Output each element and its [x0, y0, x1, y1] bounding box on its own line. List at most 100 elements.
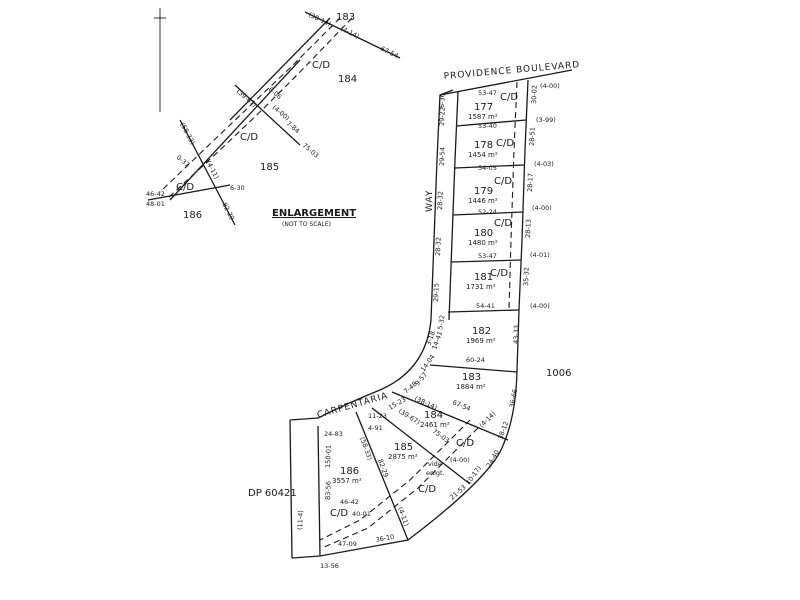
lot-181-number: 181: [474, 272, 493, 283]
enl-boundary-top: [304, 11, 401, 59]
dim-frontage-2: 54-05: [478, 164, 497, 172]
road-providence-boulevard: PROVIDENCE BOULEVARD: [443, 60, 580, 82]
dim-rear-26: 150-01: [324, 445, 333, 468]
cd-labels: C/D C/D C/D C/D C/D C/D C/D C/D: [330, 92, 518, 519]
enl-dim-46-42: 46-42: [146, 190, 165, 198]
lot-184-number: 184: [424, 410, 443, 421]
frontage-dims: 53-47 53-40 54-05 52-24 53-47 54-41 60-2…: [451, 89, 497, 413]
dim-front-1: 29-22: [438, 107, 447, 126]
enl-lot-183: 183: [336, 12, 355, 23]
dim-frontage-5: 54-41: [476, 302, 495, 310]
enlargement-title: ENLARGEMENT: [272, 208, 356, 219]
corner-splay: [439, 89, 454, 96]
dim-rear-20: 47-09: [338, 540, 357, 548]
dim-frontage-4: 53-47: [478, 252, 497, 260]
lot-178-area: 1454 m²: [468, 151, 498, 159]
enl-dim-48-01: 48-01: [146, 200, 165, 208]
dim-rear-2: (3-99): [536, 116, 556, 124]
enl-boundary-bottom: [147, 184, 231, 201]
lot-179-number: 179: [474, 186, 493, 197]
dim-rear-21: 13-56: [320, 562, 339, 570]
dim-front-5: 29-15: [432, 283, 441, 302]
cd-label-185: C/D: [418, 484, 436, 495]
enl-dim-67-54: 67-54: [379, 45, 399, 60]
cd-easement-south-1: [319, 419, 471, 541]
boundary-179-180: [452, 211, 524, 216]
dim-rear-16: 24-40: [485, 449, 501, 469]
enlargement-note: (NOT TO SCALE): [282, 221, 331, 228]
enl-dim-6-30: 6-30: [230, 184, 245, 192]
boundary-186-west: [317, 425, 321, 557]
lot-182-area: 1969 m²: [466, 337, 496, 345]
dim-front-4: 28-32: [434, 237, 443, 256]
boundary-182-183: [429, 364, 518, 373]
front-side-dims: 6-36 29-22 29-54 28-32 28-32 29-15 5-32 …: [324, 93, 447, 438]
boundary-181-182: [447, 309, 520, 313]
cd-label-184: C/D: [456, 438, 474, 449]
dim-rear-12: 36-66: [508, 388, 519, 408]
way-road-boundary: [317, 94, 441, 419]
dim-rear-5: 28-17: [526, 173, 535, 192]
enl-cd-label-2: C/D: [240, 132, 258, 143]
enl-cd-label-1: C/D: [312, 60, 330, 71]
enl-dim-58-33: (58-33): [178, 121, 196, 146]
lot-186-area: 3557 m²: [332, 477, 362, 485]
dim-rear-17: (0-17): [465, 464, 483, 485]
dim-rear-9: 35-32: [522, 267, 531, 286]
boundary-177-178: [455, 119, 527, 127]
lot-181-area: 1731 m²: [466, 283, 496, 291]
dim-rear-4: (4-03): [534, 160, 554, 168]
lot-186-number: 186: [340, 466, 359, 477]
lot-labels: 177 1587 m² 178 1454 m² 179 1446 m² 180 …: [332, 102, 498, 485]
lot-180-area: 1480 m²: [468, 239, 498, 247]
rear-boundary: [291, 79, 529, 559]
enl-cd-easement-2: [159, 17, 341, 193]
dim-rear-0: (4-00): [540, 82, 560, 90]
dim-front-3: 28-32: [436, 191, 445, 210]
dim-frontage-7: 67-54: [451, 398, 472, 412]
lot-179-area: 1446 m²: [468, 197, 498, 205]
dim-rear-6: (4-00): [532, 204, 552, 212]
cd-label-178: C/D: [496, 138, 514, 149]
dim-frontage-6: 60-24: [466, 356, 485, 364]
dim-front-14: 4-91: [368, 424, 383, 432]
enl-lot-184: 184: [338, 74, 357, 85]
dim-front-9: 14-04: [419, 353, 436, 373]
dim-rear-3: 28-51: [528, 127, 537, 146]
dim-rear-24: 83-56: [324, 481, 333, 500]
dim-front-6: 5-32: [436, 314, 446, 330]
boundary-178-179: [454, 164, 525, 169]
enl-dim-38-14: (38-14): [307, 11, 332, 29]
dim-front-15: 24-83: [324, 430, 343, 438]
lot-180-number: 180: [474, 228, 493, 239]
dim-front-0: 6-36: [438, 93, 447, 108]
dim-rear-22: 40-01: [352, 510, 371, 518]
carpentaria-road-boundary: [289, 417, 319, 421]
dim-internal-2: 75-03: [431, 427, 451, 445]
boundary-183-184: [391, 391, 509, 441]
enl-dim-4-14: (4-14): [339, 25, 360, 41]
enl-lot-186: 186: [183, 210, 202, 221]
dim-rear-11: 43-33: [512, 325, 521, 344]
enl-dim-75-03: 75-03: [301, 141, 321, 159]
enl-boundary-183-184: [229, 17, 331, 121]
enl-boundary-185-186: [179, 119, 236, 226]
rear-side-dims: (4-00) 30-02 (3-99) 28-51 (4-03) 28-17 (…: [296, 82, 560, 570]
enl-dim-6-06: 6-06: [267, 85, 283, 101]
dim-rear-10: (4-00): [530, 302, 550, 310]
dim-internal-1: (39-67): [397, 407, 422, 426]
lot-185-number: 185: [394, 442, 413, 453]
lot-177-area: 1587 m²: [468, 113, 498, 121]
dim-rear-19: 36-10: [375, 533, 395, 544]
enlargement-inset: 183 184 185 186 C/D C/D C/D (38-14) (4-1…: [146, 8, 401, 228]
road-way: WAY: [425, 190, 435, 212]
main-plan: [289, 69, 573, 559]
lot-185-area: 2875 m²: [388, 453, 418, 461]
lot-182-number: 182: [472, 326, 491, 337]
boundary-184-185: [371, 407, 471, 485]
dim-rear-25: (11-4): [296, 510, 305, 530]
dim-rear-13: (4-14): [478, 410, 498, 430]
enl-dim-0-37: 0-37: [175, 153, 191, 169]
lot-178-number: 178: [474, 140, 493, 151]
